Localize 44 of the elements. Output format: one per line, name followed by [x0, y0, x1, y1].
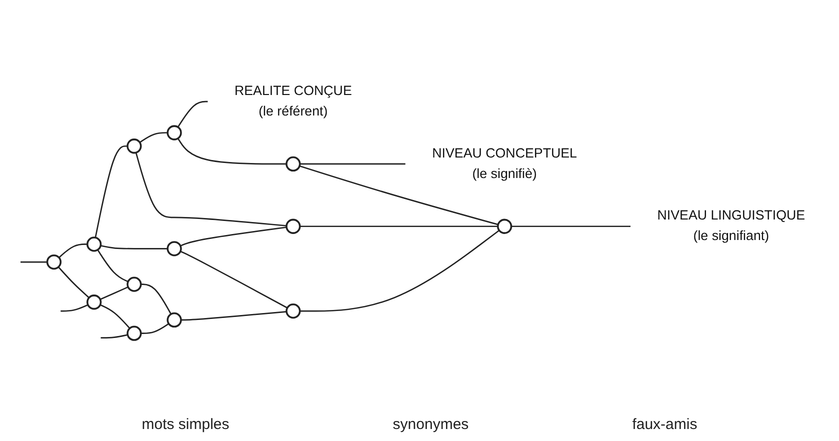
- connector: [100, 244, 168, 249]
- connector: [58, 266, 90, 298]
- connector: [139, 132, 168, 143]
- node-text: REALITE CONÇUE (le référent): [234, 82, 352, 118]
- node-circle: [286, 218, 301, 234]
- node-circle: [86, 294, 102, 310]
- connector: [177, 100, 208, 128]
- column-label: synonymes: [392, 416, 469, 433]
- node-circle: [166, 240, 182, 256]
- node-text: NIVEAU CONCEPTUEL (le signifiè): [432, 145, 578, 181]
- connector: [180, 250, 288, 308]
- node-circle: [286, 156, 301, 172]
- connector: [58, 243, 88, 258]
- connector: [140, 283, 172, 314]
- node-circle: [126, 325, 142, 341]
- connector: [180, 226, 287, 246]
- node-circle: [126, 276, 142, 292]
- node-circle: [166, 124, 182, 140]
- node-circle: [86, 236, 102, 252]
- connector: [300, 162, 406, 164]
- connector: [511, 225, 630, 227]
- node-circle: [126, 138, 142, 154]
- connector: [180, 310, 287, 320]
- node-circle: [166, 312, 182, 328]
- connector: [299, 165, 498, 225]
- node-circle: [286, 303, 301, 318]
- connector: [94, 145, 128, 238]
- connector: [100, 286, 128, 300]
- node-circle: [496, 218, 512, 234]
- connector: [177, 138, 286, 164]
- connector: [140, 322, 170, 334]
- connector: [60, 304, 88, 312]
- node-text: NIVEAU LINGUISTIQUE (le signifiant): [657, 208, 806, 243]
- connector: [300, 230, 500, 312]
- connector: [97, 249, 128, 282]
- connector: [20, 261, 48, 262]
- connector: [135, 152, 287, 226]
- connector: [300, 225, 498, 227]
- connector: [100, 334, 128, 338]
- column-label: mots simples: [142, 416, 230, 433]
- connector: [100, 304, 130, 328]
- column-label: faux-amis: [632, 416, 698, 433]
- node-circle: [46, 254, 62, 270]
- concept-network-diagram: REALITE CONÇUE (le référent) NIVEAU CONCEPTUEL (le signifiè) NIVEAU LINGUISTIQUE (le signifiant): [0, 60, 839, 352]
